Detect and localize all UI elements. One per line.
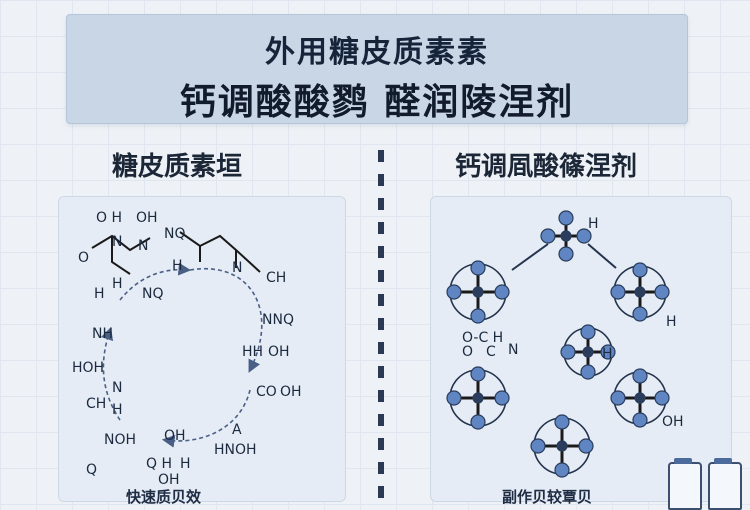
svg-text:N: N [232,260,242,276]
title-line-2: 钙调酸酸鹨 醛润陵涅剂 [179,82,575,123]
atom-node [610,284,626,300]
atom-node [470,308,486,324]
right-labels: H H O-C H O C N H OH [462,216,684,430]
atom-node [540,228,556,244]
atom-node [558,210,574,226]
svg-text:NH: NH [92,326,113,342]
atom-node [556,440,568,452]
atom-node [560,230,572,242]
svg-text:OH: OH [280,384,302,400]
atom-node [632,368,648,384]
left-labels: O H OH O N NQ N N H H NQ CH H NH NNQ HOH… [72,210,302,488]
molecule-cross [446,366,510,430]
atom-node [560,344,576,360]
svg-text:H: H [588,216,599,232]
atom-node [446,390,462,406]
atom-node [654,284,670,300]
bottle-icon [708,458,742,510]
atom-node [530,438,546,454]
svg-text:H: H [172,258,183,274]
svg-text:A: A [232,422,242,438]
svg-text:O H: O H [96,210,122,226]
molecule-cross [540,210,592,262]
svg-text:NQ: NQ [142,286,164,302]
svg-text:CH: CH [86,396,106,412]
svg-text:OH: OH [662,414,684,430]
svg-text:O: O [78,250,89,266]
title-line-1: 外用糖皮质素素 [265,35,489,70]
molecule-cross [560,324,616,380]
atom-node [632,262,648,278]
atom-node [654,390,670,406]
svg-text:O: O [462,344,473,360]
bottle-icon [668,458,702,510]
molecule-cross [530,414,594,478]
atom-node [576,228,592,244]
atom-node [554,462,570,478]
atom-node [494,390,510,406]
svg-text:NQ: NQ [164,226,186,242]
atom-node [472,286,484,298]
atom-node [580,324,596,340]
svg-text:OH: OH [136,210,158,226]
atom-node [578,438,594,454]
svg-text:C: C [486,344,496,360]
dashed-divider [378,150,384,500]
svg-text:NOH: NOH [104,432,136,448]
atom-node [470,414,486,430]
svg-text:N: N [508,342,518,358]
svg-text:OH: OH [164,428,186,444]
svg-text:HOH: HOH [72,360,104,376]
atom-node [470,366,486,382]
atom-node [610,390,626,406]
svg-text:Q: Q [86,462,97,478]
right-panel-title: 钙调凮酸篠涅剂 [455,152,638,182]
right-molecules [446,210,670,478]
atom-node [580,364,596,380]
svg-text:H: H [112,276,123,292]
left-cycle [100,262,263,448]
atom-node [632,412,648,428]
right-connectors [511,243,617,271]
atom-node [600,344,616,360]
left-caption: 快速质贝效 [126,488,202,506]
atom-node [558,246,574,262]
svg-text:H: H [112,402,123,418]
svg-text:CH: CH [266,270,286,286]
atom-node [470,260,486,276]
title-banner: 外用糖皮质素素 钙调酸酸鹨 醛润陵涅剂 [66,14,688,124]
svg-text:OH: OH [268,344,290,360]
svg-text:OH: OH [158,472,180,488]
left-molecule-bonds [91,231,261,275]
atom-node [472,392,484,404]
left-panel [58,196,346,502]
atom-node [632,306,648,322]
left-panel-title: 糖皮质素垣 [112,152,243,182]
atom-node [446,284,462,300]
svg-text:H: H [666,314,677,330]
svg-text:N: N [112,234,122,250]
right-caption: 副作贝较覃贝 [502,488,593,506]
svg-text:Q H: Q H [146,456,172,472]
svg-text:HNOH: HNOH [214,442,257,458]
svg-text:NNQ: NNQ [262,312,294,328]
molecule-cross [446,260,510,324]
atom-node [494,284,510,300]
svg-text:CO: CO [256,384,277,400]
atom-node [582,346,594,358]
atom-node [634,286,646,298]
svg-text:H: H [180,456,191,472]
svg-text:N: N [112,380,122,396]
svg-text:N: N [138,238,148,254]
atom-node [634,392,646,404]
svg-text:O-C H: O-C H [462,330,503,346]
svg-text:H: H [602,346,613,362]
atom-node [554,414,570,430]
svg-text:H: H [94,286,105,302]
molecule-cross [610,262,670,322]
svg-text:HH: HH [242,344,263,360]
molecule-cross [610,368,670,428]
